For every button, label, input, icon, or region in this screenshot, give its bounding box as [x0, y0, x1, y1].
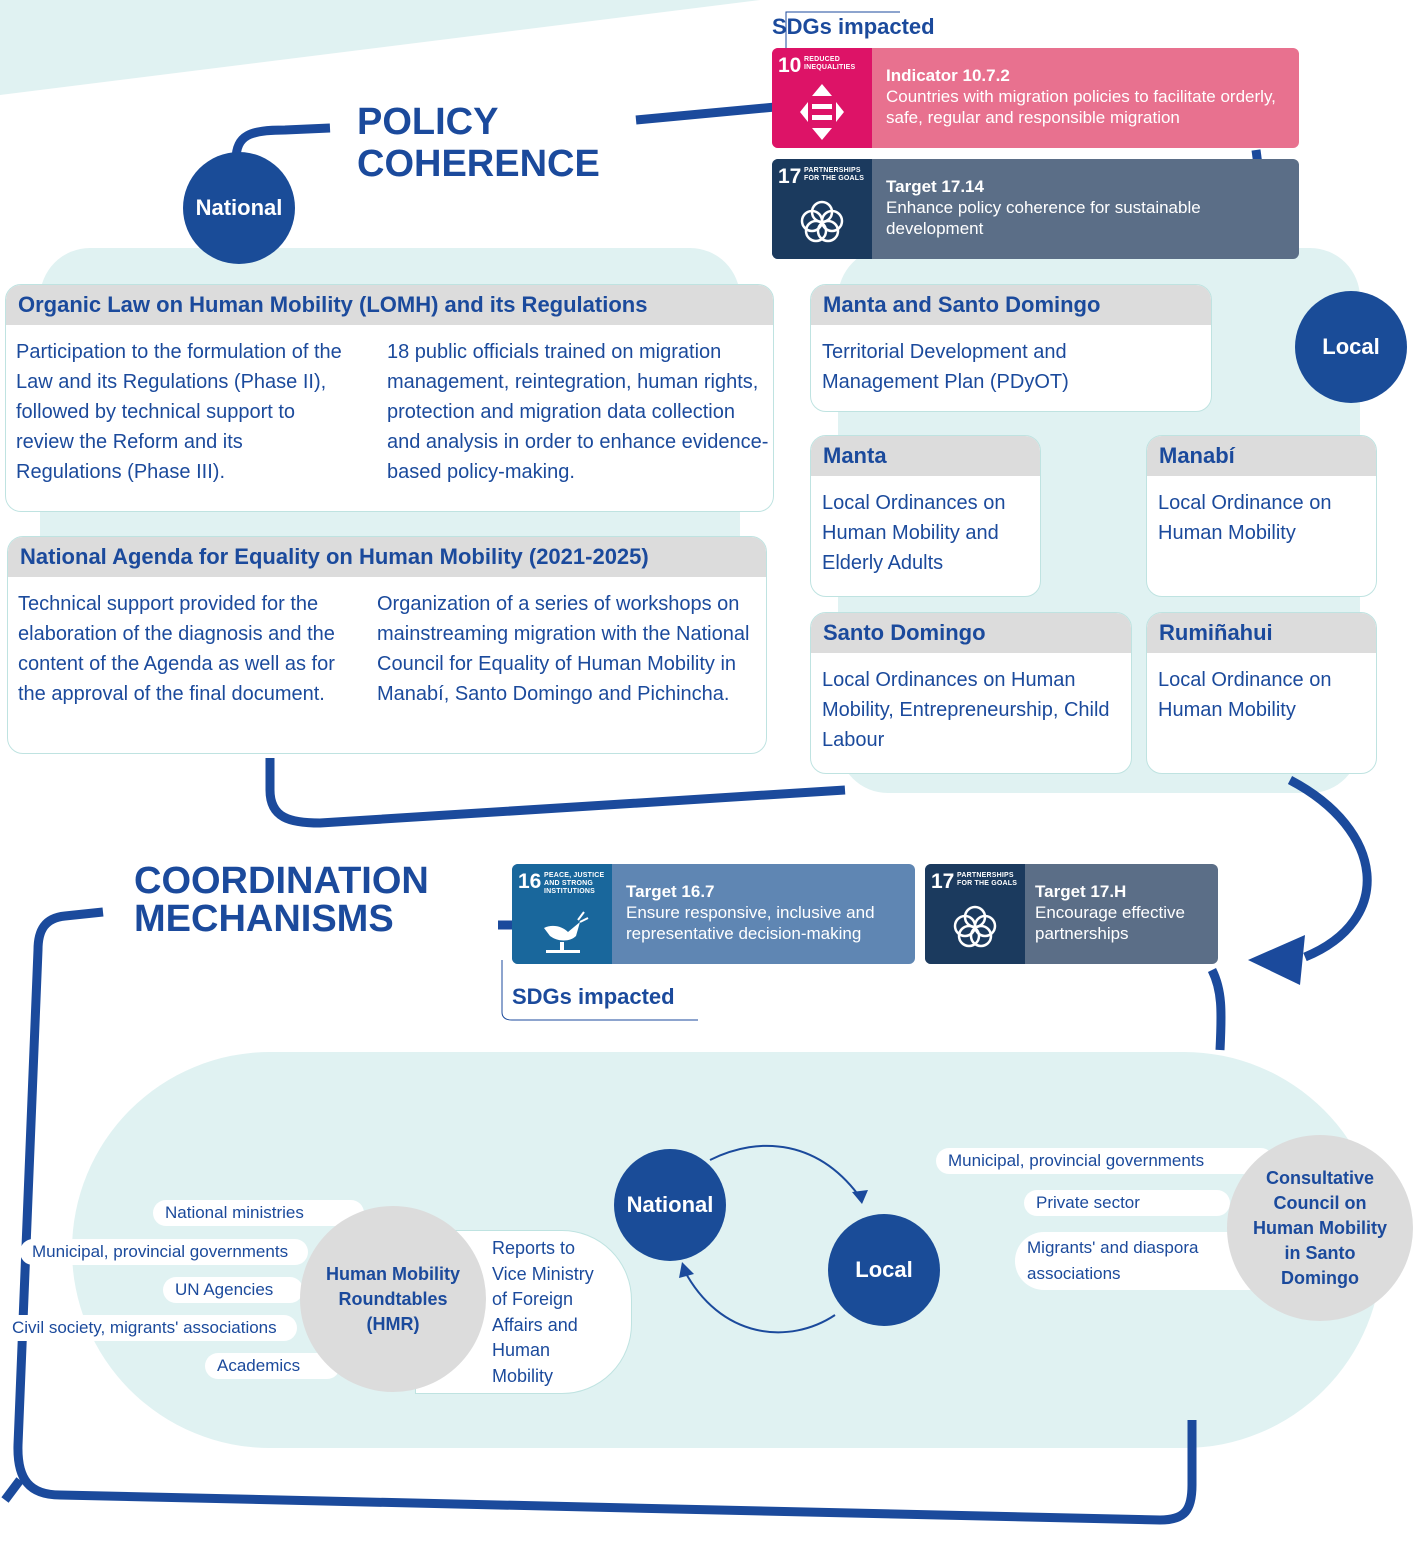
peace-dove-icon: [544, 911, 589, 953]
local-to-coordination-arrow-line: [1287, 776, 1372, 962]
national-agenda-box: National Agenda for Equality on Human Mo…: [7, 536, 767, 754]
policy-sdgs-label: SDGs impacted: [772, 14, 935, 39]
sdg-description: Countries with migration policies to fac…: [886, 87, 1276, 127]
policy-title-line2: COHERENCE: [357, 143, 600, 185]
coordination-title-line1: COORDINATION: [134, 860, 429, 902]
sdg-number: 16: [518, 870, 542, 893]
national-cycle-circle: National: [614, 1149, 726, 1261]
local-to-national-cycle-arrow: [682, 1267, 836, 1334]
policy-sdg-line: [635, 101, 787, 125]
ruminahui-box: Rumiñahui Local Ordinance on Human Mobil…: [1146, 612, 1377, 774]
local-box-title: Santo Domingo: [811, 613, 1131, 653]
manta-box: Manta Local Ordinances on Human Mobility…: [810, 435, 1041, 597]
hmr-member-pill: UN Agencies: [163, 1277, 304, 1303]
partnerships-icon: [953, 905, 997, 948]
hmr-reports-text: Reports to Vice Ministry of Foreign Affa…: [492, 1238, 594, 1386]
national-to-local-cycle-arrow: [709, 1144, 863, 1201]
manta-santo-domingo-box: Manta and Santo Domingo Territorial Deve…: [810, 284, 1212, 412]
santo-domingo-box: Santo Domingo Local Ordinances on Human …: [810, 612, 1132, 774]
sdg-16-text: Target 16.7 Ensure responsive, inclusive…: [612, 864, 915, 964]
sdg-number: 17: [778, 165, 802, 188]
coordination-outer-line: [13, 907, 1197, 1525]
local-box-text: Local Ordinances on Human Mobility and E…: [822, 492, 1006, 574]
hmr-member-pill: National ministries: [153, 1200, 364, 1226]
council-circle: Consultative Council on Human Mobility i…: [1227, 1135, 1413, 1321]
hmr-member-pill: Academics: [205, 1353, 341, 1379]
local-circle: Local: [1295, 291, 1407, 403]
lomh-col2: 18 public officials trained on migration…: [387, 341, 769, 483]
local-box-text: Local Ordinance on Human Mobility: [1158, 492, 1332, 544]
council-member-text: Migrants' and diaspora associations: [1027, 1238, 1199, 1283]
local-box-title: Rumiñahui: [1147, 613, 1376, 653]
national-agenda-col1: Technical support provided for the elabo…: [18, 593, 335, 705]
sdg-heading: Target 17.14: [886, 177, 984, 196]
lomh-col1: Participation to the formulation of the …: [16, 341, 342, 483]
sdg-heading: Target 17.H: [1035, 882, 1127, 901]
hmr-circle: Human Mobility Roundtables (HMR): [300, 1206, 486, 1392]
local-box-text: Local Ordinance on Human Mobility: [1158, 669, 1332, 721]
sdg-number: 17: [931, 870, 955, 893]
coordination-sdgs-label: SDGs impacted: [512, 984, 675, 1009]
lomh-box: Organic Law on Human Mobility (LOMH) and…: [5, 284, 774, 512]
sdg-heading: Indicator 10.7.2: [886, 66, 1010, 85]
lomh-title: Organic Law on Human Mobility (LOMH) and…: [6, 285, 773, 325]
council-member-pill: Private sector: [1024, 1190, 1230, 1216]
manabi-box: Manabí Local Ordinance on Human Mobility: [1146, 435, 1377, 597]
sdg-heading: Target 16.7: [626, 882, 715, 901]
sdg-description: Enhance policy coherence for sustainable…: [886, 198, 1201, 238]
reduced-inequalities-icon: [800, 84, 844, 140]
arrowhead-icon: [1248, 935, 1305, 985]
national-agenda-title: National Agenda for Equality on Human Mo…: [8, 537, 766, 577]
cycle-arrowhead-icon: [679, 1262, 694, 1278]
hmr-member-pill: Civil society, migrants' associations: [2, 1315, 297, 1341]
sdg-description: Encourage effective partnerships: [1035, 903, 1185, 943]
sdg-description: Ensure responsive, inclusive and represe…: [626, 903, 875, 943]
sdg-10-text: Indicator 10.7.2 Countries with migratio…: [872, 48, 1299, 148]
sdg-17-text: Target 17.14 Enhance policy coherence fo…: [872, 159, 1299, 259]
local-box-title: Manta and Santo Domingo: [811, 285, 1211, 325]
local-box-title: Manabí: [1147, 436, 1376, 476]
coordination-sdg-line: [1207, 967, 1226, 1051]
sdg-number: 10: [778, 54, 802, 77]
policy-title: POLICY COHERENCE: [357, 101, 600, 185]
coordination-title: COORDINATION MECHANISMS: [134, 862, 429, 938]
local-box-title: Manta: [811, 436, 1040, 476]
local-cycle-circle: Local: [828, 1214, 940, 1326]
hmr-member-pill: Municipal, provincial governments: [20, 1239, 309, 1265]
policy-title-line1: POLICY: [357, 101, 499, 143]
local-box-text: Territorial Development and Management P…: [822, 341, 1069, 393]
sdg-17h-text: Target 17.H Encourage effective partners…: [1025, 864, 1218, 964]
partnerships-icon: [800, 200, 844, 243]
national-circle: National: [183, 152, 295, 264]
coordination-title-line2: MECHANISMS: [134, 898, 394, 940]
local-box-text: Local Ordinances on Human Mobility, Entr…: [822, 669, 1110, 751]
cycle-arrowhead-icon: [852, 1190, 868, 1204]
national-to-local-line: [265, 758, 846, 828]
council-member-pill: Municipal, provincial governments: [936, 1148, 1275, 1174]
national-agenda-col2: Organization of a series of workshops on…: [377, 593, 750, 705]
